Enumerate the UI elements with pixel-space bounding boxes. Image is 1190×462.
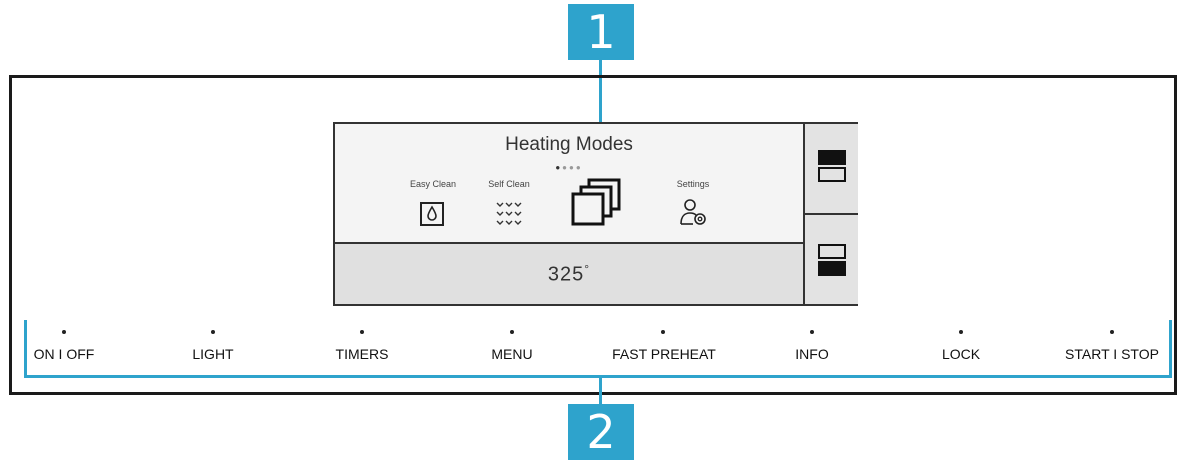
control-dot-start-stop[interactable]	[1110, 330, 1114, 334]
control-dot-fast-preheat[interactable]	[661, 330, 665, 334]
temperature-bar[interactable]: 325°	[335, 244, 803, 304]
control-info[interactable]: INFO	[795, 346, 829, 362]
control-timers[interactable]: TIMERS	[335, 346, 389, 362]
control-panel	[9, 75, 1177, 395]
control-dot-light[interactable]	[211, 330, 215, 334]
oven-divider	[805, 213, 858, 215]
mode-carousel: Heating Modes ●●●● Easy Clean Self Clean	[335, 124, 803, 244]
temperature-value: 325	[547, 263, 585, 286]
degree-symbol: °	[584, 262, 591, 276]
oven-selector	[803, 124, 858, 304]
control-lock[interactable]: LOCK	[941, 346, 981, 362]
mode-label-easy-clean: Easy Clean	[409, 179, 457, 189]
control-dot-on-off[interactable]	[62, 330, 66, 334]
callout-bracket-2	[24, 320, 1172, 378]
callout-badge-1: 1	[568, 4, 634, 60]
callout-leader-2	[599, 377, 602, 405]
page-dot-active: ●	[555, 163, 563, 172]
control-fast-preheat[interactable]: FAST PREHEAT	[612, 346, 716, 362]
page-indicator: ●●●●	[335, 164, 803, 172]
control-dot-info[interactable]	[810, 330, 814, 334]
stacked-squares-icon[interactable]	[571, 178, 623, 233]
water-drop-icon[interactable]	[420, 202, 444, 231]
control-menu[interactable]: MENU	[491, 346, 533, 362]
mode-label-settings: Settings	[676, 179, 710, 189]
mode-label-self-clean: Self Clean	[488, 179, 530, 189]
display-screen: Heating Modes ●●●● Easy Clean Self Clean	[333, 122, 858, 306]
screen-title: Heating Modes	[505, 134, 633, 155]
control-start-stop[interactable]: START I STOP	[1065, 346, 1159, 362]
lower-oven-icon[interactable]	[818, 244, 846, 283]
control-dot-timers[interactable]	[360, 330, 364, 334]
page-dot: ●	[569, 163, 576, 172]
page-dot: ●	[562, 163, 569, 172]
control-on-off[interactable]: ON I OFF	[33, 346, 95, 362]
temperature-readout: 325°	[335, 262, 803, 287]
control-dot-menu[interactable]	[510, 330, 514, 334]
control-dot-lock[interactable]	[959, 330, 963, 334]
callout-leader-1	[599, 60, 602, 130]
page-dot: ●	[575, 163, 583, 172]
self-clean-dots-icon[interactable]	[495, 200, 525, 231]
user-gear-icon[interactable]	[679, 198, 709, 231]
control-light[interactable]: LIGHT	[192, 346, 234, 362]
upper-oven-icon[interactable]	[818, 150, 846, 189]
callout-badge-2: 2	[568, 404, 634, 460]
